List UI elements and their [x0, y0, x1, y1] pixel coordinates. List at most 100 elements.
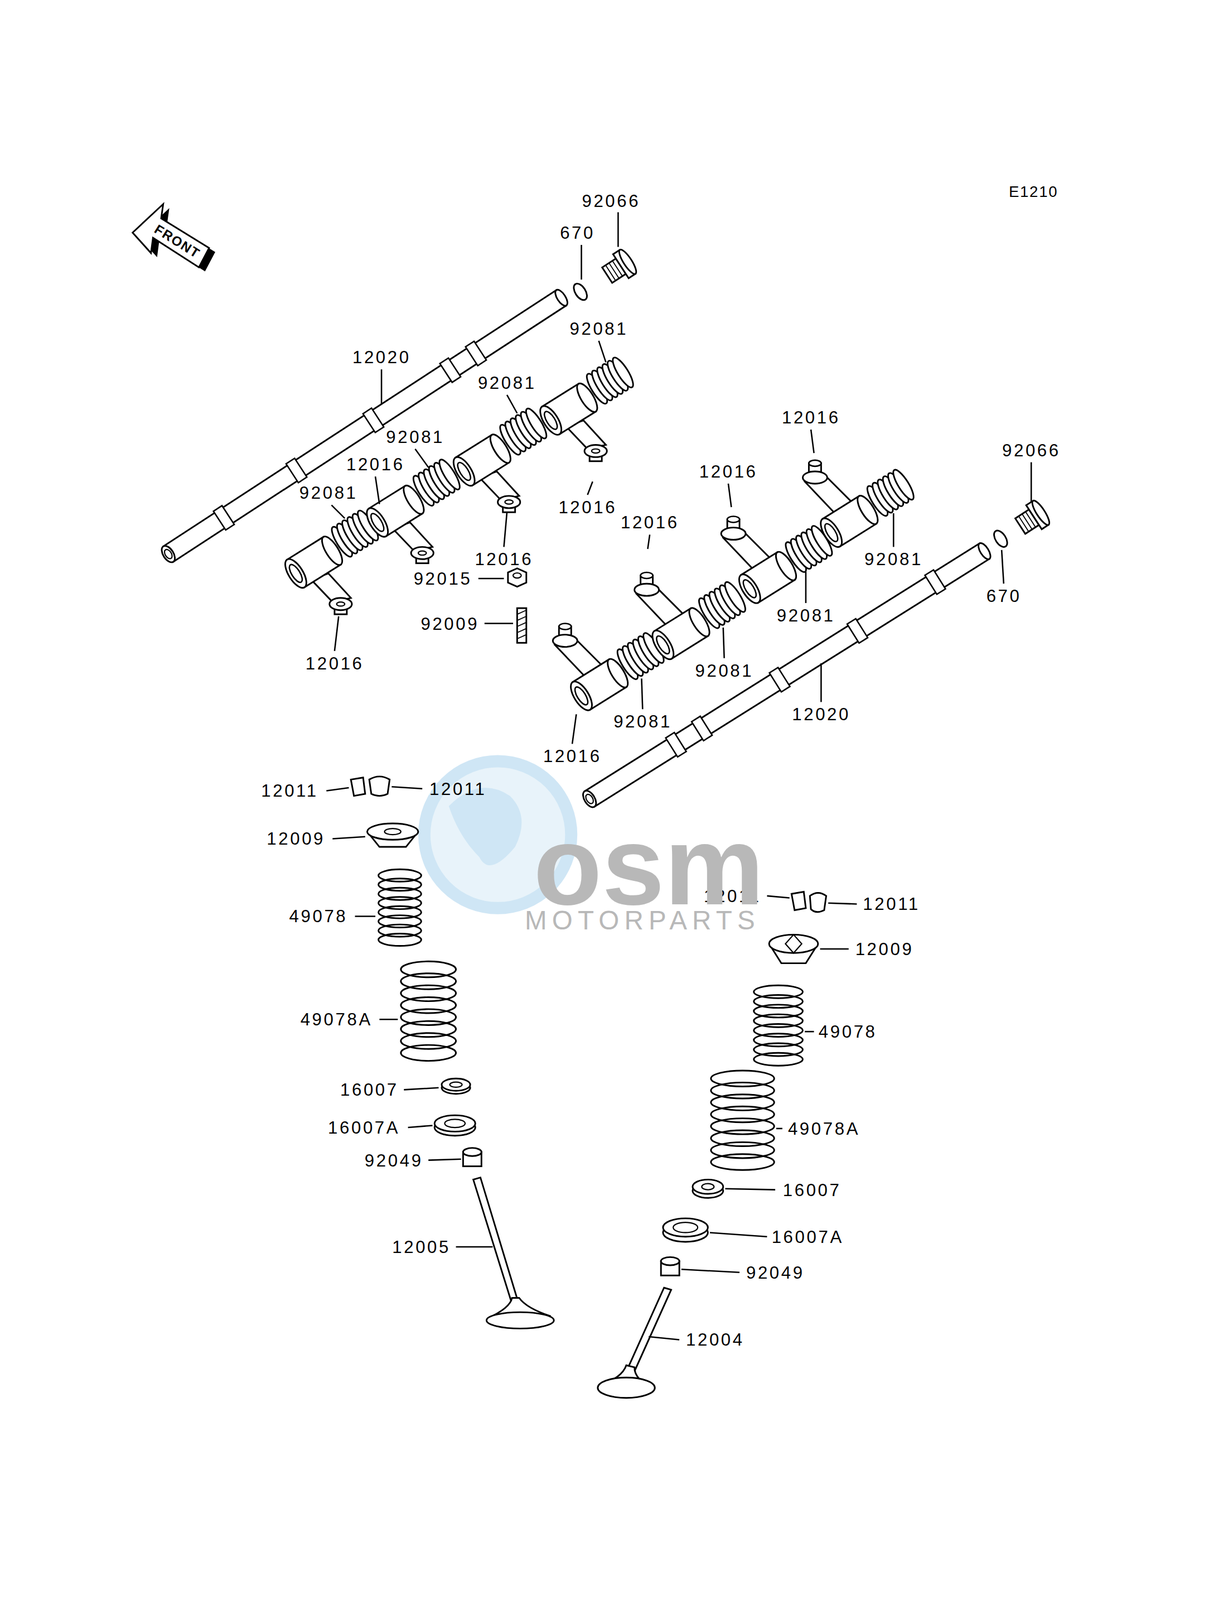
valve — [473, 1177, 519, 1304]
adjusting-screw — [516, 610, 526, 615]
callout-number: 92081 — [613, 712, 673, 731]
spring-retainer — [785, 934, 802, 953]
leader-line — [681, 1268, 740, 1272]
o-ring — [571, 281, 590, 303]
valve — [627, 1287, 672, 1371]
o-ring — [991, 528, 1010, 550]
callout-number: 16007A — [771, 1227, 844, 1245]
callout-number: 12016 — [781, 408, 841, 427]
callout-number: 49078 — [289, 907, 348, 925]
leader-line — [332, 836, 366, 839]
stem-seal — [462, 1147, 482, 1157]
callout-number: 92049 — [746, 1263, 805, 1281]
leader-line — [805, 571, 807, 603]
plug — [1022, 513, 1033, 530]
coil-spring — [863, 467, 917, 519]
watermark-globe — [448, 787, 522, 865]
rocker-shaft — [363, 408, 384, 433]
leader-line — [408, 1124, 433, 1128]
rocker-shaft — [769, 666, 791, 692]
callout-number: 92081 — [299, 484, 359, 502]
leader-line — [647, 534, 650, 549]
spring-retainer — [769, 934, 819, 963]
callout-number: 12016 — [474, 550, 534, 568]
leader-line — [648, 1336, 680, 1339]
spring-seat — [441, 1078, 471, 1094]
valve-keeper — [369, 776, 390, 796]
callout-number: 49078A — [300, 1010, 373, 1028]
callout-number: 92081 — [385, 427, 445, 446]
spring-seat — [663, 1217, 708, 1242]
spring-seat — [692, 1178, 724, 1194]
adjusting-screw — [516, 607, 526, 643]
nut — [513, 572, 522, 578]
spring-seat — [450, 1081, 463, 1087]
watermark: osm — [533, 808, 765, 921]
spring-seat — [444, 1118, 466, 1128]
callout-number: 92015 — [413, 569, 473, 588]
leader-line — [1030, 462, 1033, 502]
callout-number: 92081 — [569, 319, 629, 337]
watermark: MOTORPARTS — [524, 906, 761, 934]
valve — [473, 1177, 554, 1329]
rocker-shaft — [213, 505, 235, 530]
callout-number: 16007A — [327, 1118, 400, 1137]
leader-line — [776, 1127, 783, 1130]
valve — [486, 1311, 554, 1328]
callout-number: 12004 — [685, 1330, 745, 1348]
front-arrow — [132, 204, 216, 272]
leader-line — [403, 1087, 439, 1090]
valve-spring — [378, 868, 422, 946]
callout-number: 12005 — [392, 1238, 451, 1256]
callout-number: 92009 — [420, 614, 480, 632]
leader-line — [375, 476, 380, 504]
leader-line — [504, 511, 507, 547]
leader-line — [580, 244, 583, 280]
leader-line — [709, 1231, 767, 1236]
callout-number: 12011 — [260, 781, 318, 800]
drawing-code: E1210 — [1008, 182, 1058, 198]
leader-line — [724, 1188, 776, 1190]
leader-line — [828, 902, 857, 905]
leader-line — [428, 1158, 462, 1160]
callout-number: 16007 — [340, 1080, 399, 1099]
spring-seat — [673, 1221, 698, 1232]
callout-number: 670 — [986, 587, 1022, 605]
leader-line — [456, 1245, 493, 1248]
leader-line — [414, 448, 429, 468]
leader-line — [766, 895, 790, 898]
stem-seal — [462, 1147, 482, 1167]
leader-line — [379, 1018, 398, 1021]
rocker-shaft — [286, 457, 307, 483]
callout-number: 12020 — [791, 705, 851, 723]
valve-keeper — [809, 892, 826, 912]
rocker-arm — [802, 460, 882, 550]
callout-number: 12016 — [699, 462, 758, 480]
callout-number: 92066 — [581, 192, 641, 210]
leader-line — [391, 786, 423, 789]
callout-number: 16007 — [782, 1180, 842, 1198]
adjusting-screw — [516, 622, 526, 627]
spring-seat — [434, 1114, 476, 1136]
leader-line — [810, 429, 814, 453]
leader-line — [820, 663, 823, 703]
rocker-shaft — [552, 287, 570, 308]
callout-number: 49078 — [818, 1022, 878, 1041]
leader-line — [723, 627, 725, 659]
leader-line — [334, 616, 339, 651]
callout-number: 92049 — [364, 1151, 424, 1169]
callout-number: 49078A — [788, 1119, 860, 1137]
callout-number: 92081 — [477, 373, 537, 391]
rocker-shaft — [691, 716, 713, 741]
leader-line — [728, 483, 732, 507]
valve-keeper — [791, 891, 826, 912]
callout-number: 92081 — [776, 606, 836, 624]
callout-number: 670 — [559, 223, 596, 241]
valve-spring — [753, 984, 804, 1066]
valve — [597, 1376, 655, 1398]
leader-line — [331, 504, 345, 519]
rocker-shaft — [158, 543, 178, 565]
rocker-shaft — [465, 341, 487, 366]
front-arrow — [132, 204, 210, 268]
